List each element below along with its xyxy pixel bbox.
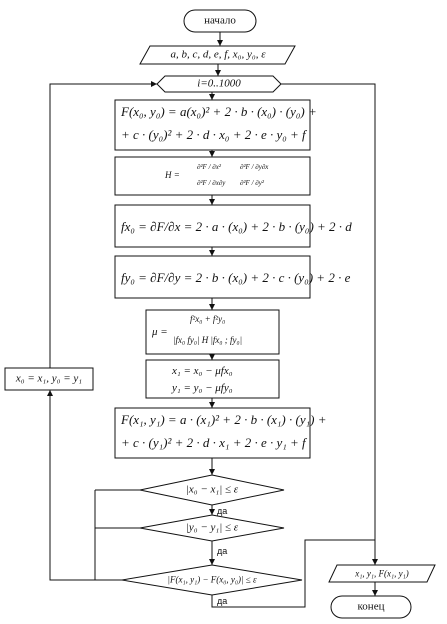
f-eval-1-line2: + c · (y₀)² + 2 · d · x₀ + 2 · e · y₀ + … — [121, 127, 306, 142]
output-parallelogram — [328, 564, 436, 583]
f-eval-2-line2: + c · (y₁)² + 2 · d · x₁ + 2 · e · y₁ + … — [121, 435, 306, 450]
f-eval-2-line1: F(x₁, y₁) = a · (x₁)² + 2 · b · (x₁) · (… — [121, 412, 327, 427]
fx0-formula: fx₀ = ∂F/∂x = 2 · a · (x₀) + 2 · b · (y₀… — [121, 219, 352, 234]
output-label: x₁, y₁, F(x₁, y₁) — [355, 568, 409, 579]
update-line2: y₁ = y₀ − μfy₀ — [172, 382, 233, 394]
end-terminator — [330, 595, 412, 619]
connectors — [47, 32, 378, 608]
hessian-m22: ∂²F / ∂y² — [240, 179, 264, 187]
condition-2-label: |y₀ − y₁| ≤ ε — [185, 521, 239, 534]
hessian-m21: ∂²F / ∂x∂y — [197, 179, 226, 187]
mu-lhs: μ = — [152, 326, 168, 338]
end-label: конец — [357, 600, 385, 613]
update-line1: x₁ = x₀ − μfx₀ — [172, 365, 233, 377]
condition-3-label: |F(x₁, y₁) − F(x₀, y₀)| ≤ ε — [167, 574, 257, 585]
hessian-m11: ∂²F / ∂x² — [197, 163, 221, 171]
f-eval-1-line1: F(x₀, y₀) = a(x₀)² + 2 · b · (x₀) · (y₀)… — [121, 104, 317, 119]
hessian-m12: ∂²F / ∂y∂x — [240, 163, 269, 171]
input-label: a, b, c, d, e, f, x₀, y₀, ε — [170, 48, 266, 61]
mu-numerator: f²x₀ + f²y₀ — [190, 314, 226, 324]
hessian-lhs: H = — [165, 170, 180, 180]
reassign-label: x₀ = x₁, y₀ = y₁ — [15, 372, 83, 385]
input-parallelogram — [139, 45, 296, 65]
yes-label-1: да — [217, 506, 228, 516]
fy0-formula: fy₀ = ∂F/∂y = 2 · b · (x₀) + 2 · c · (y₀… — [121, 270, 351, 285]
condition-1-label: |x₀ − x₁| ≤ ε — [185, 483, 239, 496]
mu-denominator: |fx₀ fy₀| H |fx₀ ; fy₀| — [173, 335, 243, 345]
start-label: начало — [204, 14, 236, 27]
loop-label: i=0..1000 — [197, 77, 241, 90]
yes-label-3: да — [217, 596, 228, 606]
yes-label-2: да — [217, 546, 228, 556]
